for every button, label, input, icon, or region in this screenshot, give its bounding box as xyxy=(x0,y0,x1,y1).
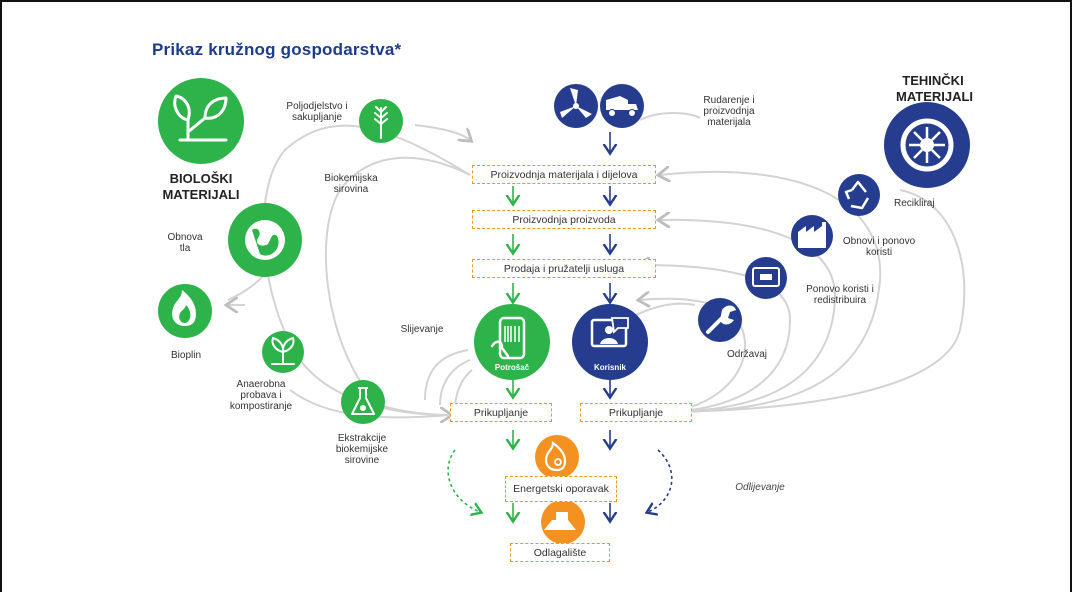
label-reuse-redistribute: Ponovo koristi i redistribuira xyxy=(806,284,874,306)
label-recycle: Recikliraj xyxy=(894,198,935,209)
box-energy-recovery: Energetski oporavak xyxy=(505,476,617,502)
label-soil-restoration: Obnova tla xyxy=(167,232,203,254)
flask-icon xyxy=(341,380,385,424)
label-refurbish: Obnovi i ponovo koristi xyxy=(842,236,916,258)
box-parts-manufacturing: Proizvodnja materijala i dijelova xyxy=(472,165,656,184)
leaf-icon xyxy=(158,78,244,164)
box-product-manufacturing: Proizvodnja proizvoda xyxy=(472,210,656,229)
user-circle-label: Korisnik xyxy=(594,363,627,372)
label-cascading: Slijevanje xyxy=(400,324,444,335)
technical-loops xyxy=(619,112,966,413)
phone-icon: Potrošač xyxy=(474,304,550,380)
blue-flow-arrows xyxy=(610,132,673,520)
label-biochemical-extraction: Ekstrakcije biokemijske sirovine xyxy=(335,433,389,466)
wheat-icon xyxy=(359,99,403,143)
box-collection-right: Prikupljanje xyxy=(580,403,692,422)
label-biogas: Bioplin xyxy=(170,350,202,361)
sprout-icon xyxy=(262,331,304,373)
energy-icon xyxy=(535,435,579,479)
monitor-icon xyxy=(745,257,787,299)
label-maintain: Održavaj xyxy=(726,349,767,360)
landfill-icon xyxy=(541,500,585,544)
diagram-title: Prikaz kružnog gospodarstva* xyxy=(152,40,402,59)
wrench-icon xyxy=(698,298,742,342)
tire-icon xyxy=(884,102,970,188)
technical-materials-heading: TEHINČKI MATERIJALI xyxy=(896,73,974,104)
label-agriculture: Poljodjelstvo i sakupljanje xyxy=(286,101,348,123)
green-flow-arrows xyxy=(447,186,513,520)
globe-icon xyxy=(228,203,302,277)
user-screen-icon: Korisnik xyxy=(572,304,648,380)
label-mining: Rudarenje i proizvodnja materijala xyxy=(703,95,755,128)
box-landfill: Odlagalište xyxy=(510,543,610,562)
wind-turbine-icon xyxy=(554,84,598,128)
label-anaerobic-digestion: Anaerobna probava i kompostiranje xyxy=(229,379,293,412)
label-leakage: Odlijevanje xyxy=(735,482,785,493)
consumer-circle-label: Potrošač xyxy=(495,363,530,372)
flame-icon xyxy=(158,284,212,338)
box-retail-service: Prodaja i pružatelji usluga xyxy=(472,259,656,278)
recycle-icon xyxy=(838,174,880,216)
factory-icon xyxy=(791,215,833,257)
biological-materials-heading: BIOLOŠKI MATERIJALI xyxy=(162,171,240,202)
mining-truck-icon xyxy=(600,84,644,128)
label-biochemical-feedstock: Biokemijska sirovina xyxy=(324,173,378,195)
box-collection-left: Prikupljanje xyxy=(450,403,552,422)
